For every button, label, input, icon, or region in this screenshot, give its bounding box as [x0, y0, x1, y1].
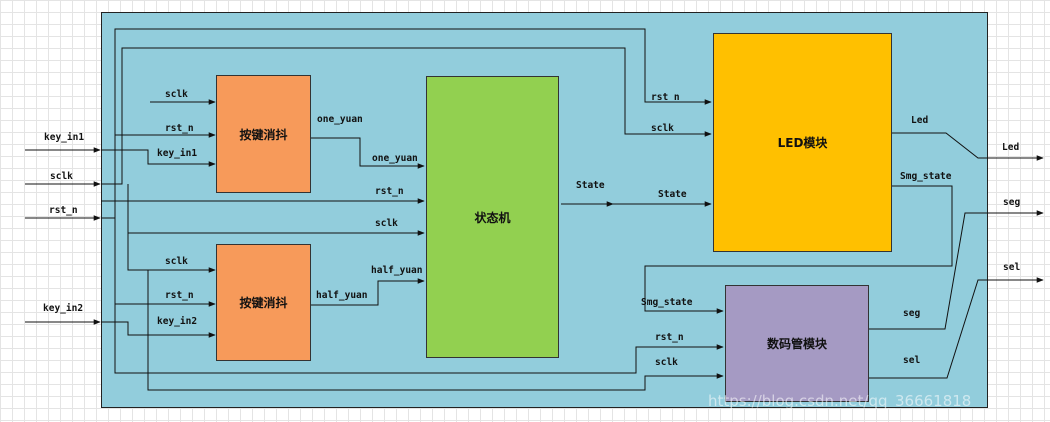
wire-smg-state — [644, 185, 953, 314]
deb1-key-in1-label: key_in1 — [157, 148, 198, 159]
state-machine-title: 状态机 — [474, 210, 511, 225]
wire-half-yuan — [311, 278, 425, 306]
input-label-key-in1: key_in1 — [44, 132, 85, 143]
sm-half-yuan-label: half_yuan — [371, 265, 423, 276]
input-label-key-in2: key_in2 — [43, 303, 84, 314]
output-label-sel: sel — [1003, 262, 1021, 273]
debounce-block-1: 按键消抖 — [216, 75, 311, 193]
deb2-out-label: half_yuan — [316, 290, 368, 301]
sm-sclk-label: sclk — [375, 218, 398, 229]
seg-smg-state-label: Smg_state — [641, 297, 693, 308]
output-label-led: Led — [1002, 142, 1020, 153]
wire-led-out — [892, 132, 1044, 161]
deb1-out-label: one_yuan — [317, 114, 363, 125]
led-sclk-label: sclk — [651, 123, 674, 134]
wire-sclk-deb2 — [127, 233, 216, 273]
input-label-sclk: sclk — [50, 171, 73, 182]
sm-one-yuan-label: one_yuan — [372, 153, 418, 164]
deb2-rst-n-label: rst_n — [165, 290, 194, 301]
debounce-block-2-title: 按键消抖 — [239, 296, 288, 310]
output-label-seg: seg — [1003, 197, 1021, 208]
wire-sclk-led — [101, 47, 712, 185]
input-label-rst-n: rst_n — [49, 205, 78, 216]
seg-out-seg-label: seg — [903, 308, 921, 319]
deb2-sclk-label: sclk — [165, 256, 188, 267]
wire-sel-out — [869, 277, 1044, 379]
wire-one-yuan — [311, 137, 425, 169]
state-machine-block: 状态机 — [426, 76, 559, 358]
watermark-text: https://blog.csdn.net/qq_36661818 — [708, 392, 972, 410]
led-module-block: LED模块 — [713, 33, 892, 252]
led-rst-n-label: rst_n — [651, 92, 680, 103]
led-out-label: Led — [911, 115, 929, 126]
wire-seg-out — [869, 210, 1044, 330]
debounce-block-1-title: 按键消抖 — [239, 127, 288, 142]
sm-state-out-label: State — [576, 180, 605, 191]
seg-out-sel-label: sel — [903, 355, 921, 366]
seg-module-block: 数码管模块 — [725, 285, 869, 402]
sm-rst-n-label: rst_n — [375, 186, 404, 197]
seg-module-title: 数码管模块 — [766, 337, 827, 351]
deb1-sclk-label: sclk — [165, 89, 188, 100]
led-module-title: LED模块 — [777, 136, 828, 150]
wire-rst-n-seg — [114, 304, 724, 374]
seg-rst-n-label: rst_n — [655, 332, 684, 343]
wire-rst-n-led — [101, 28, 712, 219]
debounce-block-2: 按键消抖 — [216, 244, 311, 361]
wire-sclk-seg — [147, 270, 724, 391]
deb2-key-in2-label: key_in2 — [157, 316, 198, 327]
led-smg-state-label: Smg_state — [900, 171, 952, 182]
wire-key-in1-deb1 — [101, 149, 216, 167]
led-state-label: State — [658, 189, 687, 200]
seg-sclk-label: sclk — [655, 357, 678, 368]
deb1-rst-n-label: rst_n — [165, 123, 194, 134]
